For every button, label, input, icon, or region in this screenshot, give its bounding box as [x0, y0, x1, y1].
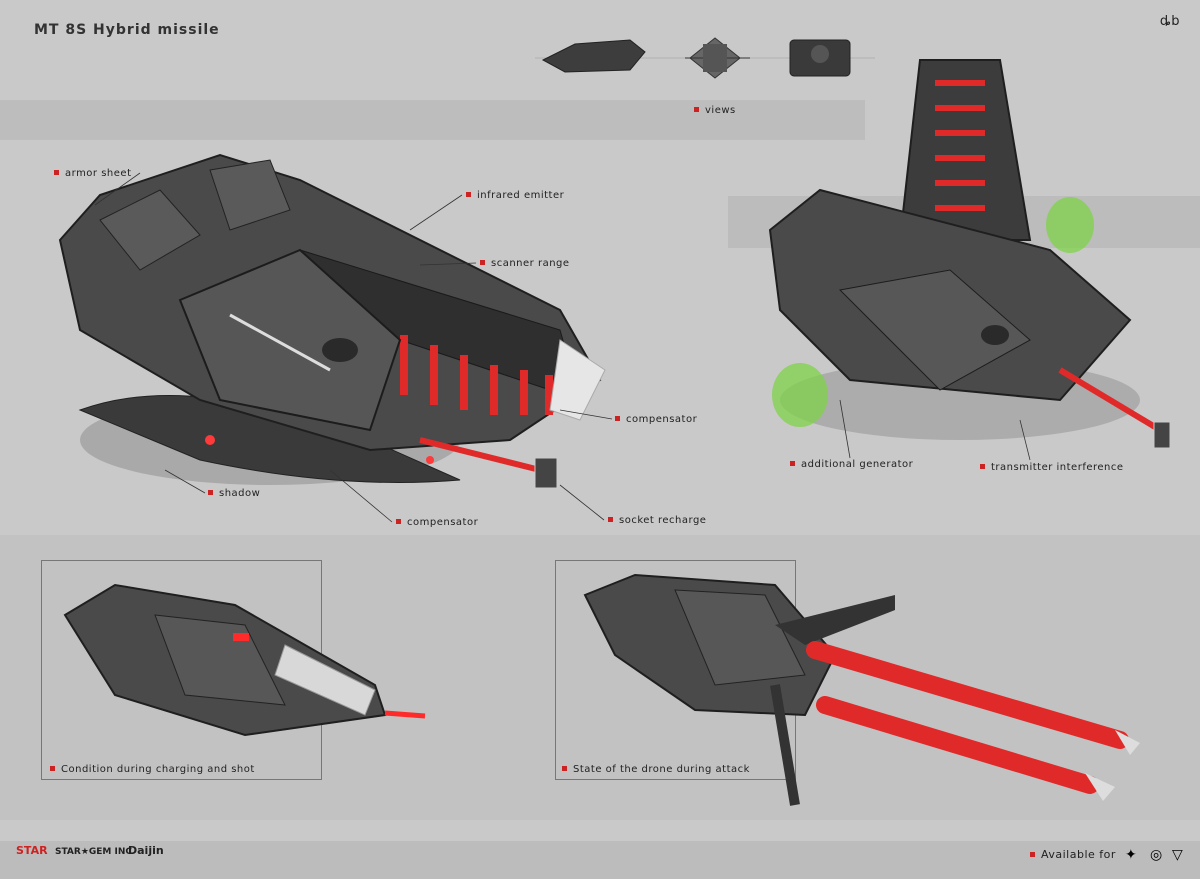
- drone-attack-illustration: [583, 573, 1140, 806]
- drone-main-illustration: [58, 153, 606, 489]
- label-transmitter-interference: transmitter interference: [980, 462, 1124, 473]
- label-armor-sheet: armor sheet: [54, 168, 132, 179]
- label-additional-generator: additional generator: [790, 459, 913, 470]
- eagle-icon[interactable]: ✦: [1125, 847, 1137, 863]
- label-scanner-range: scanner range: [480, 258, 570, 269]
- footer-bar: [0, 841, 1200, 879]
- logo-star: STAR: [16, 844, 48, 857]
- corner-mark: ȡb: [1159, 14, 1180, 29]
- label-shadow: shadow: [208, 488, 260, 499]
- views-thumbnails: [535, 37, 875, 79]
- label-socket-recharge: socket recharge: [608, 515, 706, 526]
- drone-tower-illustration: [768, 59, 1170, 449]
- label-attack: State of the drone during attack: [562, 764, 750, 775]
- logo-daijin: Daijin: [128, 844, 164, 857]
- background-band-top: [0, 100, 865, 140]
- page-title: MT 8S Hybrid missile: [34, 22, 220, 38]
- label-compensator-1: compensator: [615, 414, 697, 425]
- label-charging: Condition during charging and shot: [50, 764, 255, 775]
- drone-charging-illustration: [63, 583, 426, 737]
- triangle-star-icon[interactable]: ▽: [1172, 847, 1183, 863]
- logo-stargem: STAR★GEM INC: [55, 847, 132, 857]
- globe-icon[interactable]: ◎: [1150, 847, 1163, 863]
- label-compensator-2: compensator: [396, 517, 478, 528]
- available-for-label: Available for: [1030, 848, 1116, 861]
- label-views: views: [694, 105, 736, 116]
- label-infrared-emitter: infrared emitter: [466, 190, 564, 201]
